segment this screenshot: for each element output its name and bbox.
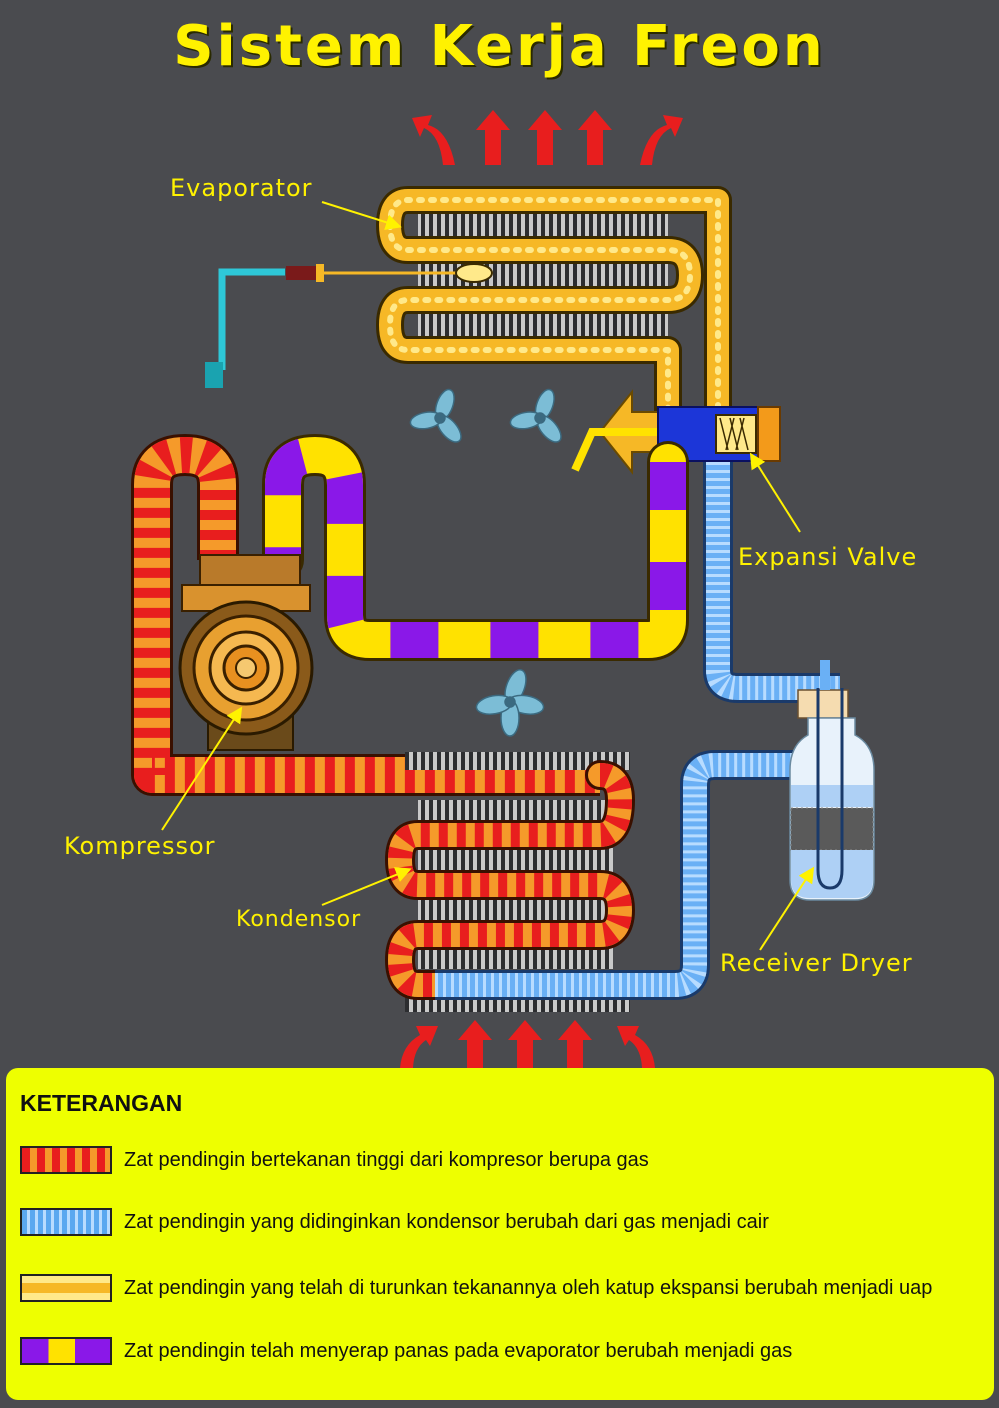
red-orange-pipe-swatch	[20, 1146, 112, 1174]
legend: KETERANGAN Zat pendingin bertekanan ting…	[6, 1068, 994, 1400]
airflow-in-arrows	[400, 1020, 655, 1068]
evaporator-fins	[418, 212, 668, 338]
legend-item-text: Zat pendingin yang telah di turunkan tek…	[124, 1276, 933, 1299]
expansion-valve-label: Expansi Valve	[738, 543, 918, 571]
condenser-label: Kondensor	[236, 907, 362, 932]
legend-item-text: Zat pendingin yang didinginkan kondensor…	[124, 1210, 769, 1233]
legend-item-text: Zat pendingin telah menyerap panas pada …	[124, 1339, 793, 1362]
airflow-out-arrows	[412, 110, 683, 165]
legend-title: KETERANGAN	[20, 1090, 183, 1116]
evaporator-fan-icon	[409, 388, 562, 443]
condenser-fan-icon	[475, 669, 545, 737]
yellow-pipe-swatch	[20, 1274, 112, 1302]
purple-yellow-pipe-swatch	[20, 1337, 112, 1365]
blue-pipe-swatch	[20, 1208, 112, 1236]
legend-item-vapor: Zat pendingin yang telah di turunkan tek…	[20, 1272, 932, 1304]
page-title: Sistem Kerja Freon	[173, 14, 826, 79]
liquid-line	[435, 462, 840, 1000]
refrigeration-diagram	[131, 110, 875, 1068]
legend-item-gas: Zat pendingin telah menyerap panas pada …	[20, 1335, 792, 1367]
label-pointers	[161, 201, 815, 951]
discharge-line	[131, 434, 600, 796]
compressor-label: Kompressor	[64, 832, 216, 860]
receiver-dryer-label: Receiver Dryer	[720, 949, 913, 977]
legend-item-high-pressure-gas: Zat pendingin bertekanan tinggi dari kom…	[20, 1144, 649, 1176]
thermostat-sensor	[205, 263, 493, 388]
legend-item-text: Zat pendingin bertekanan tinggi dari kom…	[124, 1148, 649, 1171]
condenser-coil	[385, 760, 635, 1000]
compressor	[178, 554, 314, 751]
receiver-dryer	[789, 660, 875, 901]
evaporator-label: Evaporator	[170, 174, 313, 202]
suction-line	[262, 434, 689, 661]
legend-item-liquid: Zat pendingin yang didinginkan kondensor…	[20, 1206, 769, 1238]
